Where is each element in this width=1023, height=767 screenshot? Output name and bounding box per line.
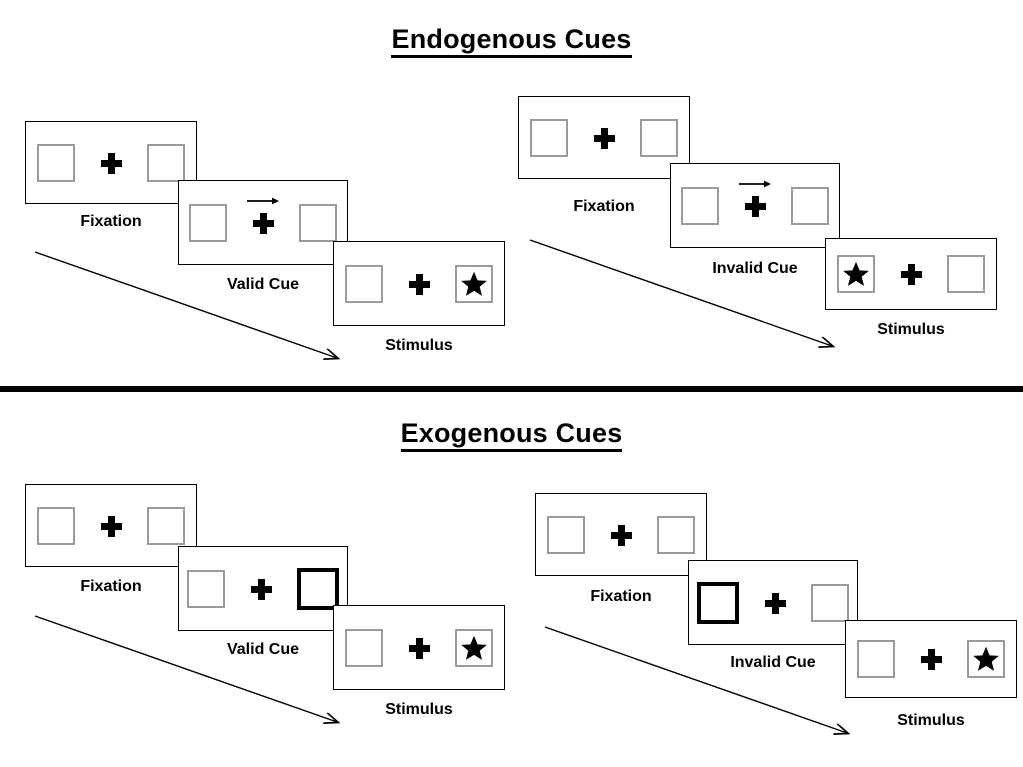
- box-left-cued: [697, 581, 739, 624]
- box-left: [37, 506, 75, 545]
- caption-endogenous-invalid-stimulus: Stimulus: [877, 321, 945, 338]
- star-icon: [461, 271, 487, 296]
- box-right: [811, 583, 849, 622]
- box-right: [147, 506, 185, 545]
- panel-endogenous-valid-fixation: [25, 121, 197, 204]
- panel-exogenous-valid-stimulus: [333, 605, 505, 690]
- panel-exogenous-valid-fixation: [25, 484, 197, 567]
- caption-exogenous-valid-fixation: Fixation: [80, 578, 142, 595]
- panel-endogenous-invalid-cue: [670, 163, 840, 248]
- panel-endogenous-invalid-stimulus: [825, 238, 997, 310]
- caption-exogenous-invalid-stimulus: Stimulus: [897, 712, 965, 729]
- panel-exogenous-invalid-cue: [688, 560, 858, 645]
- box-left: [547, 515, 585, 554]
- fixation-center: [407, 637, 431, 659]
- box-right-target: [455, 264, 493, 303]
- panel-endogenous-valid-stimulus: [333, 241, 505, 326]
- caption-endogenous-invalid-fixation: Fixation: [573, 198, 635, 215]
- plus-icon: [251, 578, 272, 600]
- panel-endogenous-invalid-fixation: [518, 96, 690, 179]
- box-left: [189, 203, 227, 242]
- cue-center: [739, 180, 771, 217]
- fixation-center: [249, 578, 273, 600]
- fixation-center: [919, 649, 943, 670]
- time-flow-arrow-exogenous-invalid: [544, 626, 865, 745]
- box-left: [857, 640, 895, 678]
- fixation-center: [609, 524, 633, 546]
- caption-exogenous-valid-stimulus: Stimulus: [385, 701, 453, 718]
- panel-exogenous-valid-cue: [178, 546, 348, 631]
- arrow-right-icon: [739, 180, 771, 187]
- box-right-cued: [297, 567, 339, 610]
- box-right: [657, 515, 695, 554]
- plus-icon: [409, 273, 430, 295]
- plus-icon: [101, 152, 122, 174]
- box-right: [791, 186, 829, 225]
- plus-icon: [101, 515, 122, 537]
- caption-exogenous-valid-cue: Valid Cue: [226, 641, 300, 658]
- fixation-center: [899, 264, 923, 285]
- fixation-center: [407, 273, 431, 295]
- panel-exogenous-invalid-fixation: [535, 493, 707, 576]
- plus-icon: [745, 195, 766, 217]
- box-right: [947, 255, 985, 293]
- cue-center: [247, 197, 279, 234]
- box-right-target: [967, 640, 1005, 678]
- box-right: [147, 143, 185, 182]
- caption-endogenous-valid-cue: Valid Cue: [226, 276, 300, 293]
- fixation-center: [99, 515, 123, 537]
- box-right: [299, 203, 337, 242]
- plus-icon: [765, 592, 786, 614]
- plus-icon: [901, 264, 922, 285]
- section-title-exogenous-text: Exogenous Cues: [400, 418, 623, 452]
- plus-icon: [594, 127, 615, 149]
- panel-endogenous-valid-cue: [178, 180, 348, 265]
- box-left: [37, 143, 75, 182]
- section-title-exogenous: Exogenous Cues: [0, 418, 1023, 452]
- caption-exogenous-invalid-cue: Invalid Cue: [730, 654, 816, 671]
- star-icon: [843, 261, 869, 286]
- time-flow-arrow-exogenous-valid: [34, 615, 355, 734]
- panel-exogenous-invalid-stimulus: [845, 620, 1017, 698]
- box-right-target: [455, 628, 493, 667]
- plus-icon: [253, 212, 274, 234]
- box-left: [530, 118, 568, 157]
- time-flow-arrow-endogenous-invalid: [529, 239, 850, 358]
- box-right: [640, 118, 678, 157]
- fixation-center: [99, 152, 123, 174]
- caption-endogenous-invalid-cue: Invalid Cue: [712, 260, 798, 277]
- plus-icon: [611, 524, 632, 546]
- caption-exogenous-invalid-fixation: Fixation: [590, 588, 652, 605]
- star-icon: [973, 646, 999, 671]
- section-title-endogenous-text: Endogenous Cues: [391, 24, 632, 58]
- box-left: [345, 264, 383, 303]
- caption-endogenous-valid-fixation: Fixation: [80, 213, 142, 230]
- section-title-endogenous: Endogenous Cues: [0, 24, 1023, 58]
- plus-icon: [921, 649, 942, 670]
- box-left-target: [837, 255, 875, 293]
- box-left: [345, 628, 383, 667]
- section-divider: [0, 386, 1023, 392]
- plus-icon: [409, 637, 430, 659]
- fixation-center: [763, 592, 787, 614]
- time-flow-arrow-endogenous-valid: [34, 251, 355, 370]
- box-left: [681, 186, 719, 225]
- caption-endogenous-valid-stimulus: Stimulus: [385, 337, 453, 354]
- box-left: [187, 569, 225, 608]
- star-icon: [461, 635, 487, 660]
- fixation-center: [592, 127, 616, 149]
- arrow-right-icon: [247, 197, 279, 204]
